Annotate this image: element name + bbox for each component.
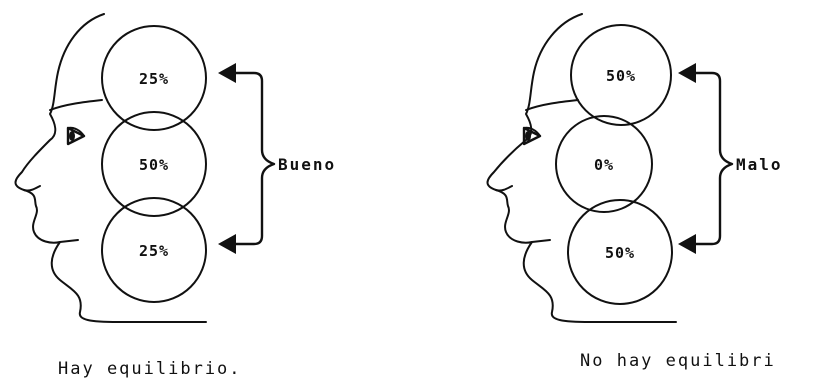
- caption-right: No hay equilibri: [580, 351, 776, 371]
- zone-label-top-left: 25%: [139, 70, 169, 88]
- zone-circle-bottom-right: [567, 199, 673, 305]
- panel-unbalanced: 50% 0% 50% Malo No hay equilibri: [486, 13, 783, 371]
- brow-line-right: [525, 99, 579, 111]
- zone-circle-top-left: [101, 25, 207, 131]
- zone-label-top-right: 50%: [606, 67, 636, 85]
- panel-balanced: 25% 50% 25% Bueno Hay equilibrio.: [14, 13, 336, 379]
- eye-icon-right: [522, 126, 542, 146]
- zone-circle-top-right: [570, 24, 672, 126]
- eye-icon-left: [66, 126, 86, 146]
- caption-left: Hay equilibrio.: [58, 359, 242, 379]
- zone-label-bottom-right: 50%: [605, 244, 635, 262]
- zone-label-middle-right: 0%: [594, 156, 614, 174]
- zone-label-bottom-left: 25%: [139, 242, 169, 260]
- zone-label-middle-left: 50%: [139, 156, 169, 174]
- brow-line-left: [49, 99, 103, 111]
- zone-circle-bottom-left: [101, 197, 207, 303]
- zone-circle-middle-left: [101, 111, 207, 217]
- side-label-left: Bueno: [278, 155, 336, 174]
- bracket-arrows-left: [218, 63, 276, 254]
- face-profile-left: [14, 13, 207, 323]
- zone-circle-middle-right: [555, 115, 653, 213]
- bracket-arrows-right: [678, 63, 734, 254]
- face-profile-right: [486, 13, 677, 323]
- side-label-right: Malo: [736, 155, 783, 174]
